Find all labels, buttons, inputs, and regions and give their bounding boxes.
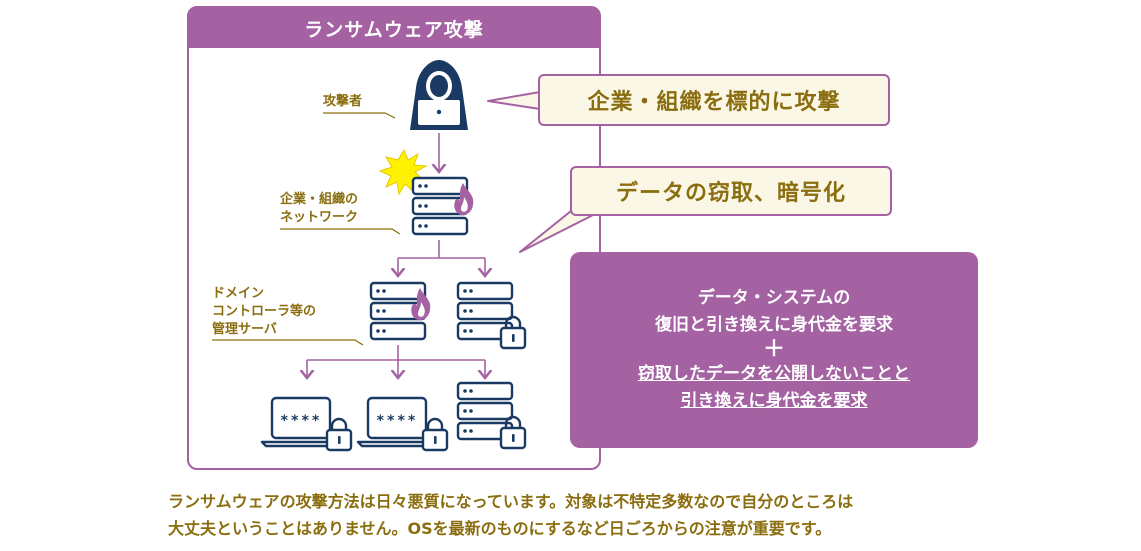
lock-icon	[499, 415, 527, 450]
target-callout: 企業・組織を標的に攻撃	[538, 74, 890, 126]
network-label-line: ネットワーク	[280, 210, 359, 225]
plus-sign: ＋	[762, 337, 785, 362]
hacker-icon	[410, 60, 468, 130]
lock-icon	[499, 315, 527, 350]
ransom-line-1: データ・システムの	[697, 288, 851, 308]
ransom-line-3: 窃取したデータを公開しないことと	[638, 364, 910, 384]
laptop-password: ****	[280, 413, 322, 429]
ransom-line-4: 引き換えに身代金を要求	[680, 391, 868, 411]
domain-server-label: ドメイン コントローラ等の 管理サーバ	[212, 285, 316, 339]
footer-note: ランサムウェアの攻撃方法は日々悪質になっています。対象は不特定多数なので自分のと…	[168, 488, 1068, 542]
footer-line-2: 大丈夫ということはありません。OSを最新のものにするなど日ごろからの注意が重要で…	[168, 519, 832, 538]
footer-line-1: ランサムウェアの攻撃方法は日々悪質になっています。対象は不特定多数なので自分のと…	[168, 492, 854, 511]
domain-label-line: 管理サーバ	[212, 322, 277, 337]
ransomware-panel: ランサムウェア攻撃	[187, 6, 601, 470]
steal-callout: データの窃取、暗号化	[570, 166, 892, 216]
explosion-icon	[378, 148, 428, 196]
domain-label-line: ドメイン	[212, 286, 265, 301]
domain-label-line: コントローラ等の	[212, 304, 317, 319]
ransom-demand-box: データ・システムの 復旧と引き換えに身代金を要求 ＋ 窃取したデータを公開しない…	[570, 252, 978, 448]
network-label: 企業・組織の ネットワーク	[280, 191, 358, 227]
laptop-password: ****	[376, 413, 418, 429]
attacker-label: 攻撃者	[323, 94, 363, 109]
ransom-line-2: 復旧と引き換えに身代金を要求	[655, 315, 893, 335]
network-label-line: 企業・組織の	[280, 192, 359, 207]
panel-title: ランサムウェア攻撃	[189, 8, 599, 48]
